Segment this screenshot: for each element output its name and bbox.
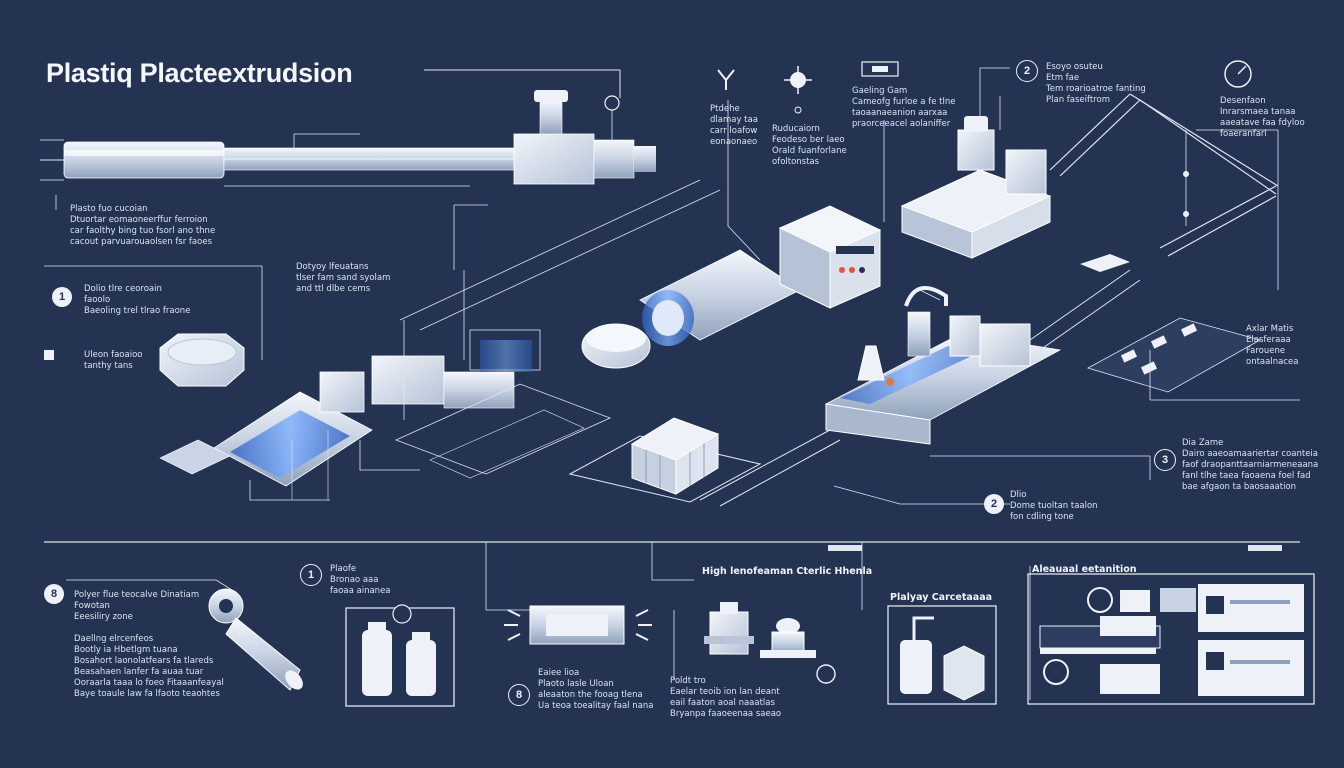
step-badge-1-left: 1 <box>52 287 72 307</box>
main-extruder-right <box>699 254 1141 507</box>
control-panel-plate <box>1086 317 1262 393</box>
top-icon-row <box>717 60 1252 114</box>
step-badge-8-bottom-left: 8 <box>44 584 64 604</box>
step-badge-2-right: 2 <box>984 494 1004 514</box>
label-bottom-4-heading: High lenofeaman Cterlic Hhenla <box>702 566 873 577</box>
lab-machines-icon <box>704 602 836 684</box>
wrench-part-icon <box>66 579 303 691</box>
cooling-drum <box>581 249 801 369</box>
label-bottom-6-heading: Aleauaal eetanition <box>1032 564 1137 575</box>
filter-cartridge-icon <box>504 605 652 645</box>
top-barrel-assembly <box>40 90 656 187</box>
step-badge-8-bottom: 8 <box>508 684 530 706</box>
bottles-box <box>345 604 455 707</box>
control-cabinet <box>778 205 882 309</box>
step-badge-3-right: 3 <box>1154 449 1176 471</box>
monitoring-board <box>1027 573 1315 705</box>
label-bottom-5-heading: Plalyay Carcetaaaa <box>890 592 993 603</box>
page-title: Plastiq Placteextrudsion <box>46 58 353 88</box>
main-extrusion-line-left <box>159 179 721 501</box>
die-plate-part <box>159 333 245 387</box>
pellet-crate-stack <box>568 417 762 503</box>
container-box <box>887 605 997 705</box>
pelletizer-machine <box>900 93 1279 259</box>
step-badge-1-bottom: 1 <box>300 564 322 586</box>
step-badge-2-top: 2 <box>1016 60 1038 82</box>
